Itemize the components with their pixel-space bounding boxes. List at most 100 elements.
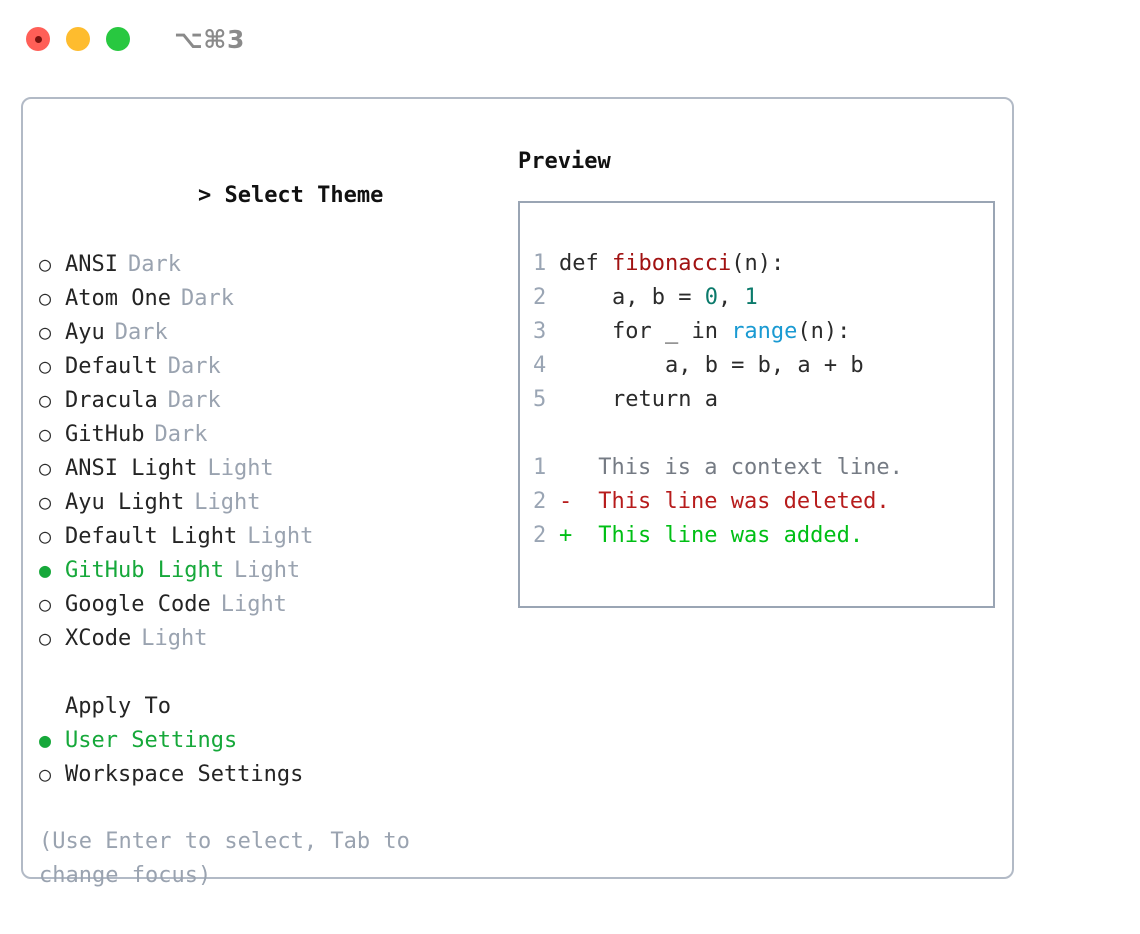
- close-icon[interactable]: [26, 27, 50, 51]
- radio-unselected-icon[interactable]: ○: [39, 388, 52, 412]
- code-line: 3 for _ in range(n):: [520, 315, 993, 349]
- radio-unselected-icon[interactable]: ○: [39, 422, 52, 446]
- apply-to-item[interactable]: ● User Settings: [39, 723, 499, 757]
- theme-variant-badge: Dark: [127, 252, 181, 277]
- theme-list-item[interactable]: ○ ANSI Light Light: [39, 451, 499, 485]
- code-token: for _ in: [559, 319, 732, 344]
- theme-name: Atom One: [65, 286, 171, 311]
- theme-variant-badge: Light: [247, 524, 314, 549]
- diff-line: 2 + This line was added.: [520, 519, 993, 553]
- code-token: a, b = b, a + b: [559, 353, 864, 378]
- theme-list-item[interactable]: ○ GitHub Dark: [39, 417, 499, 451]
- radio-unselected-icon[interactable]: ○: [39, 354, 52, 378]
- section-title-select-theme: > Select Theme: [39, 145, 499, 247]
- code-line: 5 return a: [520, 383, 993, 417]
- code-token: (n):: [731, 251, 785, 276]
- traffic-lights: [26, 27, 130, 51]
- theme-list-item[interactable]: ○ Atom One Dark: [39, 281, 499, 315]
- radio-unselected-icon[interactable]: ○: [39, 320, 52, 344]
- theme-variant-badge: Light: [233, 558, 301, 583]
- theme-name: Ayu: [65, 320, 105, 345]
- title-bar: ⌥⌘3: [0, 0, 1140, 78]
- theme-name: Dracula: [65, 388, 158, 413]
- code-token: 0: [704, 285, 718, 310]
- code-token: 1: [744, 285, 758, 310]
- apply-to-label: Workspace Settings: [65, 762, 304, 787]
- zoom-icon[interactable]: [106, 27, 130, 51]
- minimize-icon[interactable]: [66, 27, 90, 51]
- line-number: 2: [533, 523, 547, 548]
- diff-text: This line was added.: [585, 523, 864, 548]
- code-diff-spacer: [520, 417, 993, 451]
- theme-variant-badge: Light: [141, 626, 208, 651]
- theme-variant-badge: Dark: [114, 320, 168, 345]
- radio-unselected-icon[interactable]: ○: [39, 762, 52, 786]
- radio-unselected-icon[interactable]: ○: [39, 286, 52, 310]
- line-number: 3: [533, 319, 547, 344]
- theme-name: ANSI: [65, 252, 118, 277]
- apply-to-label: User Settings: [65, 728, 238, 753]
- diff-text: This is a context line.: [585, 455, 903, 480]
- apply-to-header: ○Apply To: [39, 689, 499, 723]
- code-token: a, b =: [559, 285, 705, 310]
- line-number: 1: [533, 455, 547, 480]
- diff-sample: 1 This is a context line.2- This line wa…: [520, 451, 993, 553]
- theme-name: GitHub: [65, 422, 145, 447]
- theme-name: XCode: [65, 626, 132, 651]
- theme-list-item[interactable]: ○ Dracula Dark: [39, 383, 499, 417]
- code-token: fibonacci: [611, 251, 732, 276]
- radio-unselected-icon[interactable]: ○: [39, 524, 52, 548]
- theme-list-item[interactable]: ○ ANSI Dark: [39, 247, 499, 281]
- theme-name: ANSI Light: [65, 456, 198, 481]
- code-token: (n):: [797, 319, 851, 344]
- theme-list-item[interactable]: ○ Google Code Light: [39, 587, 499, 621]
- radio-selected-icon[interactable]: ●: [39, 728, 52, 752]
- keyboard-hint: (Use Enter to select, Tab to change focu…: [39, 829, 424, 888]
- apply-to-list: ● User Settings ○ Workspace Settings: [39, 723, 499, 791]
- radio-unselected-icon[interactable]: ○: [39, 456, 52, 480]
- theme-variant-badge: Dark: [167, 354, 221, 379]
- line-number: 5: [533, 387, 547, 412]
- preview-title: Preview: [518, 149, 611, 174]
- theme-list-item[interactable]: ○ XCode Light: [39, 621, 499, 655]
- apply-to-item[interactable]: ○ Workspace Settings: [39, 757, 499, 791]
- theme-variant-badge: Light: [220, 592, 287, 617]
- radio-unselected-icon[interactable]: ○: [39, 592, 52, 616]
- keyboard-shortcut-label: ⌥⌘3: [174, 24, 245, 54]
- theme-variant-badge: Light: [194, 490, 261, 515]
- theme-variant-badge: Light: [207, 456, 274, 481]
- theme-variant-badge: Dark: [154, 422, 208, 447]
- code-line: 4 a, b = b, a + b: [520, 349, 993, 383]
- line-number: 2: [533, 489, 547, 514]
- radio-unselected-icon[interactable]: ○: [39, 490, 52, 514]
- diff-marker: +: [559, 523, 573, 548]
- theme-variant-badge: Dark: [180, 286, 234, 311]
- code-token: ,: [717, 285, 745, 310]
- theme-name: Google Code: [65, 592, 211, 617]
- diff-line: 2- This line was deleted.: [520, 485, 993, 519]
- radio-selected-icon[interactable]: ●: [39, 558, 52, 582]
- theme-variant-badge: Dark: [167, 388, 221, 413]
- radio-unselected-icon[interactable]: ○: [39, 626, 52, 650]
- theme-list-item[interactable]: ○ Ayu Dark: [39, 315, 499, 349]
- diff-text: This line was deleted.: [585, 489, 890, 514]
- apply-to-header-spacer: ○: [39, 689, 65, 723]
- line-number: 2: [533, 285, 547, 310]
- radio-unselected-icon[interactable]: ○: [39, 252, 52, 276]
- code-token: return a: [559, 387, 718, 412]
- selector-caret: >: [197, 183, 225, 208]
- line-number: 4: [533, 353, 547, 378]
- diff-line: 1 This is a context line.: [520, 451, 993, 485]
